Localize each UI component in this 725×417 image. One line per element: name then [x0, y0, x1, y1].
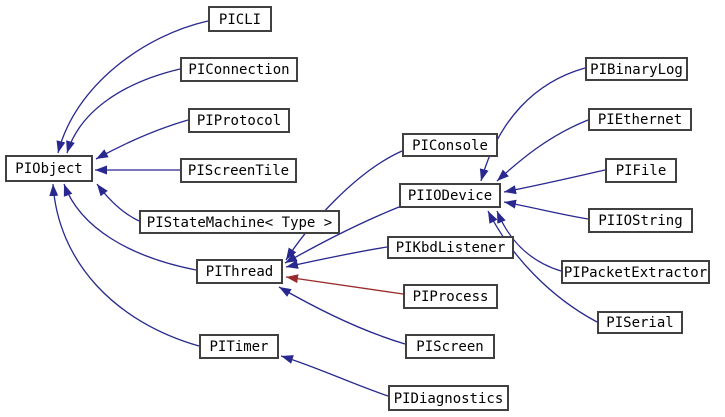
class-node-piethernet[interactable]: PIEthernet [588, 108, 692, 131]
class-node-label: PIProtocol [196, 113, 282, 129]
class-node-pipacketextractor[interactable]: PIPacketExtractor [561, 260, 710, 284]
class-node-piscreen[interactable]: PIScreen [405, 334, 495, 359]
edge-pidiagnostics-pitimer [280, 355, 389, 397]
class-node-pibinarylog[interactable]: PIBinaryLog [585, 57, 688, 81]
edge-picli-piobject [56, 20, 209, 154]
class-node-label: PIIODevice [407, 188, 493, 204]
class-node-pitimer[interactable]: PITimer [199, 334, 279, 359]
class-node-label: PICLI [218, 11, 262, 28]
edge-piscreen-pithread [278, 286, 406, 345]
class-node-label: PISerial [606, 315, 674, 331]
edge-piiodevice-pithread [284, 206, 400, 264]
class-node-label: PIKbdListener [395, 240, 506, 256]
edge-pifile-piiodevice [503, 169, 606, 195]
class-node-label: PIPacketExtractor [563, 264, 708, 281]
edge-pistatemachine-piobject [96, 183, 140, 222]
edge-pitimer-piobject [49, 183, 200, 347]
edge-piprocess-pithread [285, 274, 404, 295]
class-node-label: PIProcess [412, 289, 489, 305]
edge-piprotocol-piobject [95, 119, 189, 160]
class-node-label: PIConnection [188, 62, 290, 78]
class-node-piprotocol[interactable]: PIProtocol [188, 108, 290, 133]
class-node-label: PIFile [615, 163, 667, 179]
class-node-piserial[interactable]: PISerial [597, 311, 683, 334]
class-node-pithread[interactable]: PIThread [196, 259, 283, 284]
edge-pibinarylog-piiodevice [479, 67, 586, 182]
edge-piconnection-piobject [66, 68, 181, 154]
class-node-pidiagnostics[interactable]: PIDiagnostics [388, 385, 509, 411]
class-node-label: PIDiagnostics [393, 390, 504, 407]
class-node-piconnection[interactable]: PIConnection [180, 57, 298, 82]
edge-piconsole-pithread [285, 150, 403, 261]
class-node-picli[interactable]: PICLI [208, 6, 272, 32]
class-node-label: PIThread [205, 264, 274, 280]
class-node-label: PIBinaryLog [590, 61, 683, 78]
edge-piserial-piiodevice [487, 210, 598, 323]
edge-pithread-piobject [63, 183, 197, 271]
class-node-label: PIScreenTile [187, 163, 290, 179]
class-node-piobject[interactable]: PIObject [5, 155, 93, 182]
class-node-piscreentile[interactable]: PIScreenTile [180, 158, 297, 183]
class-node-label: PIObject [15, 161, 83, 177]
class-node-label: PIIOString [598, 213, 683, 229]
edge-piiostring-piiodevice [503, 199, 589, 220]
class-node-label: PIScreen [416, 339, 484, 355]
class-node-label: PITimer [209, 339, 269, 355]
class-node-pifile[interactable]: PIFile [605, 158, 677, 183]
class-node-label: PIStateMachine< Type > [146, 214, 333, 231]
class-node-piiodevice[interactable]: PIIODevice [399, 183, 501, 208]
class-node-piiostring[interactable]: PIIOString [588, 208, 693, 233]
class-node-label: PIConsole [412, 137, 488, 154]
class-node-piprocess[interactable]: PIProcess [403, 284, 498, 309]
class-node-pikbdlistener[interactable]: PIKbdListener [387, 236, 514, 259]
class-node-piconsole[interactable]: PIConsole [402, 133, 498, 157]
class-node-pistatemachine[interactable]: PIStateMachine< Type > [139, 210, 340, 234]
edge-pikbdlistener-pithread [285, 246, 388, 269]
edge-piethernet-piiodevice [496, 119, 589, 182]
class-node-label: PIEthernet [597, 112, 683, 128]
edge-pipacketextractor-piiodevice [496, 210, 562, 272]
